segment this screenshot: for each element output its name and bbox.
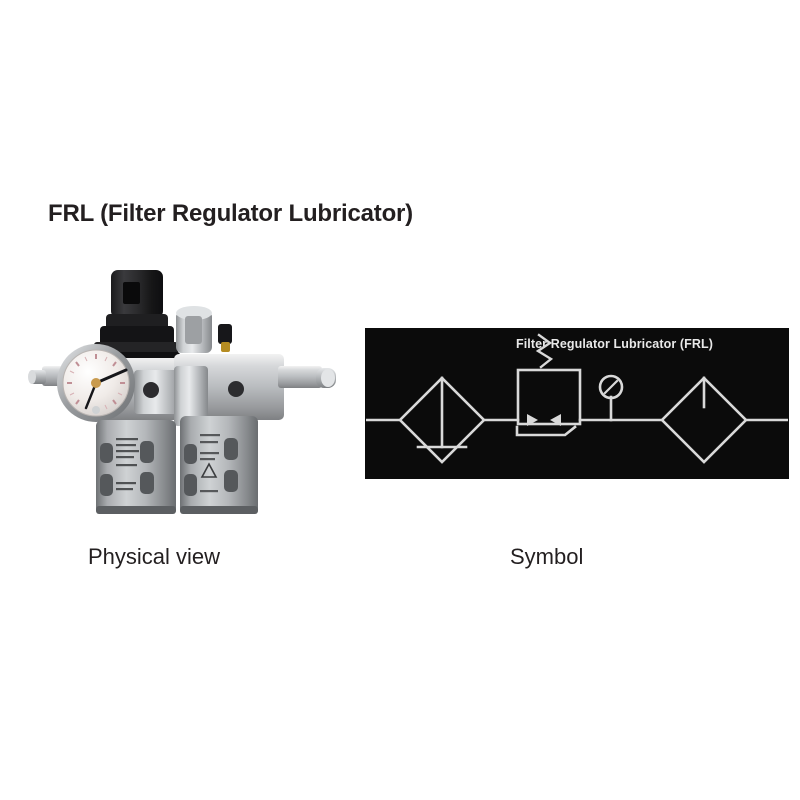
regulator-arrows xyxy=(527,414,561,426)
pressure-gauge xyxy=(57,344,135,422)
regulator-symbol xyxy=(515,333,582,437)
physical-view-image xyxy=(28,258,338,523)
frl-unit-photo xyxy=(28,270,336,514)
outlet-port xyxy=(278,366,336,388)
filter-bowl xyxy=(96,420,176,514)
pressure-gauge-symbol xyxy=(598,374,624,422)
frl-schematic xyxy=(366,333,788,464)
caption-physical-view: Physical view xyxy=(88,544,221,569)
oil-fill-plug xyxy=(176,306,212,353)
caption-symbol: Symbol xyxy=(510,544,584,569)
page-title: FRL (Filter Regulator Lubricator) xyxy=(48,200,413,227)
lubricator-symbol xyxy=(660,376,748,464)
lubricator-bowl xyxy=(180,416,258,514)
drip-adjust-screw xyxy=(218,324,232,352)
filter-symbol xyxy=(398,376,486,464)
symbol-panel: Filter Regulator Lubricator (FRL) xyxy=(366,329,788,478)
lubricator-body xyxy=(174,354,284,426)
spring-icon xyxy=(535,333,554,369)
